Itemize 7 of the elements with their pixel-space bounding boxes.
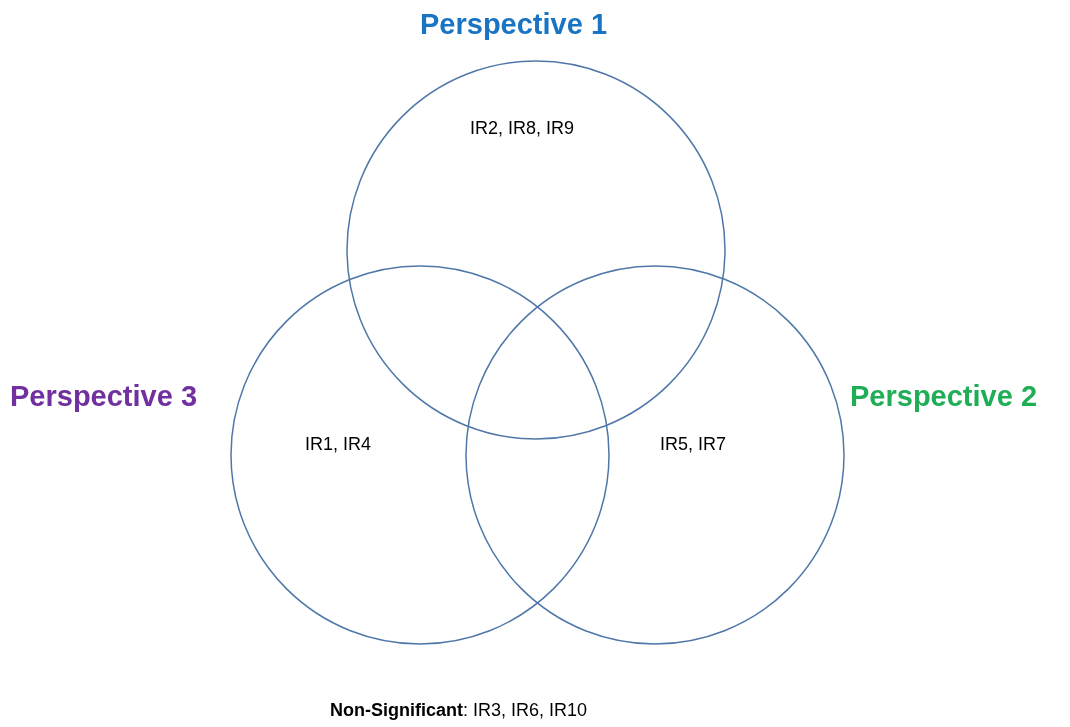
set-members: IR5, IR7 bbox=[660, 434, 727, 455]
set-title: Perspective 1 bbox=[420, 8, 607, 41]
set-members: IR1, IR4 bbox=[305, 434, 372, 455]
set-title: Perspective 3 bbox=[10, 380, 197, 413]
set-title: Perspective 2 bbox=[850, 380, 1037, 413]
set-members: IR2, IR8, IR9 bbox=[470, 118, 575, 139]
note-text: Non-Significant: IR3, IR6, IR10 bbox=[330, 700, 588, 721]
